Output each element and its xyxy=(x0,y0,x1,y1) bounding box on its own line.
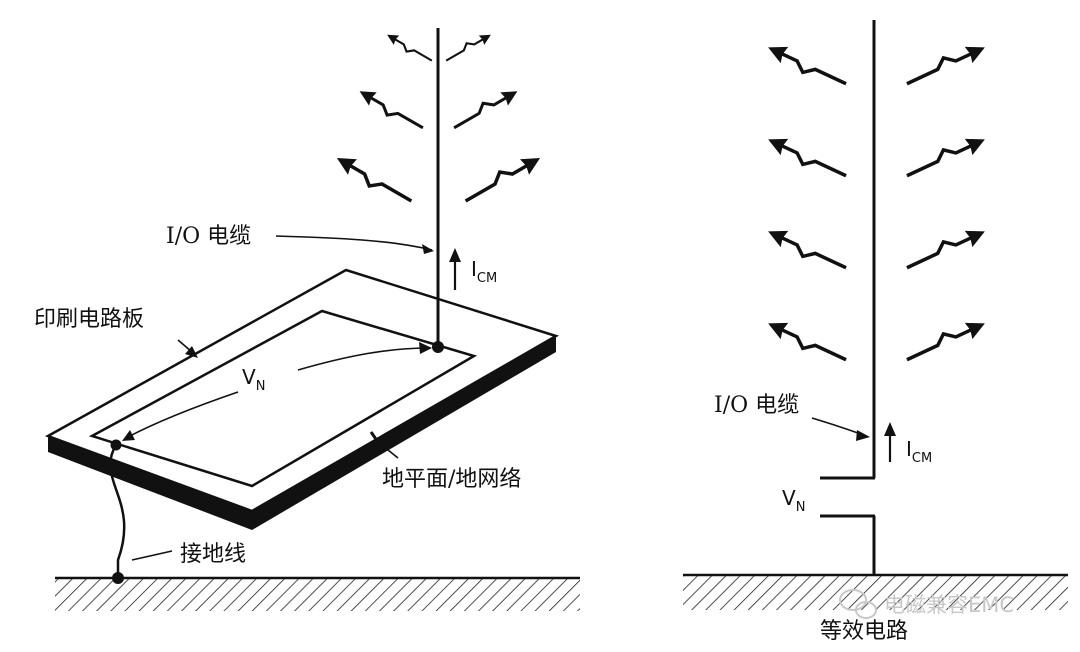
watermark: 电磁兼容EMC xyxy=(839,589,1014,619)
lightning-arrow-icon xyxy=(354,83,429,136)
lightning-arrow-icon xyxy=(330,148,418,211)
icm-arrow-left xyxy=(449,248,461,290)
io-cable-label-right: I/O 电缆 xyxy=(714,393,799,418)
vn-label-right: VN xyxy=(782,486,805,515)
io-cable-right xyxy=(820,20,876,576)
icm-label-right: ICM xyxy=(906,437,932,466)
lightning-arrow-icon xyxy=(448,83,523,136)
left-diagram: I/O 电缆 ICM 印刷电路板 VN 地平面/地网络 接地线 xyxy=(34,28,580,611)
lightning-arrow-icon xyxy=(901,37,991,94)
lightning-arrow-icon xyxy=(762,313,852,370)
icm-label-left: ICM xyxy=(471,257,497,286)
radiation-arrows-right xyxy=(762,37,991,370)
lightning-arrow-icon xyxy=(762,221,852,278)
equivalent-circuit-label: 等效电路 xyxy=(820,619,908,644)
io-cable-label-left: I/O 电缆 xyxy=(166,224,251,249)
up-arrow-icon xyxy=(884,422,896,436)
right-diagram: I/O 电缆 ICM VN 等效电路 xyxy=(683,20,1068,644)
lightning-arrow-icon xyxy=(762,37,852,94)
ground-surface-left xyxy=(55,576,580,611)
lightning-arrow-icon xyxy=(383,29,436,67)
vn-label-left: VN xyxy=(242,365,265,394)
up-arrow-icon xyxy=(449,248,461,262)
lightning-arrow-icon xyxy=(442,29,495,67)
pcb-label: 印刷电路板 xyxy=(34,307,144,332)
lightning-arrow-icon xyxy=(901,221,991,278)
watermark-text: 电磁兼容EMC xyxy=(884,593,1014,617)
ground-wire-label: 接地线 xyxy=(180,542,246,567)
ground-wire xyxy=(109,444,126,578)
icm-arrow-right xyxy=(884,422,896,462)
wechat-icon xyxy=(839,589,877,619)
lightning-arrow-icon xyxy=(459,148,547,211)
lightning-arrow-icon xyxy=(762,129,852,186)
pcb-board xyxy=(45,268,560,530)
ground-plane-label: 地平面/地网络 xyxy=(382,467,521,492)
lightning-arrow-icon xyxy=(901,313,991,370)
lightning-arrow-icon xyxy=(901,129,991,186)
